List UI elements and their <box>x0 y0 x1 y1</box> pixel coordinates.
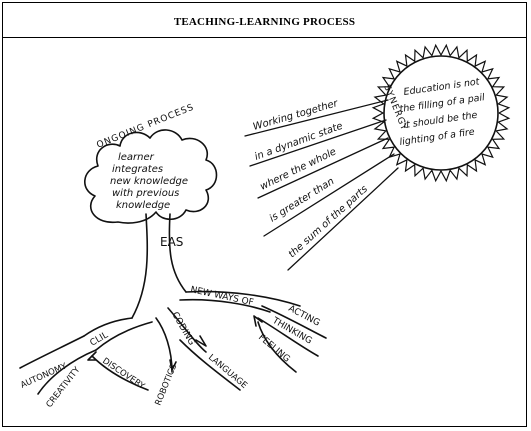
label-clil: CLIL <box>89 330 110 348</box>
ray-line-3 <box>257 137 389 199</box>
sun-rays-spikes <box>371 43 511 183</box>
cloud-arc-label: ONGOING PROCESS <box>95 102 195 150</box>
branch-new-ways <box>185 290 301 307</box>
ray-line-4 <box>263 153 395 237</box>
diagram-title: TEACHING-LEARNING PROCESS <box>173 16 356 28</box>
ray-line-1 <box>244 99 389 137</box>
cloud-line-1: learner <box>118 152 155 163</box>
title-bar: TEACHING-LEARNING PROCESS <box>2 2 527 38</box>
trunk-left <box>131 213 149 319</box>
label-new-ways: NEW WAYS OF <box>189 285 254 308</box>
trunk-right <box>168 213 187 293</box>
cloud-outline <box>84 129 218 224</box>
label-robotics: ROBOTICS <box>154 363 180 408</box>
ray-line-2 <box>249 119 387 167</box>
cloud-line-5: knowledge <box>116 200 170 211</box>
label-feeling: FEELING <box>256 333 291 365</box>
label-discovery: DISCOVERY <box>100 356 147 392</box>
trunk-label: EAS <box>160 235 183 249</box>
cloud-line-2: integrates <box>112 164 163 175</box>
cloud-line-4: with previous <box>112 188 179 199</box>
sun-spike-ring <box>371 43 511 183</box>
cloud-line-3: new knowledge <box>110 176 188 187</box>
diagram-frame <box>2 2 527 427</box>
label-language: LANGUAGE <box>206 353 249 391</box>
ray-line-5 <box>287 167 399 271</box>
